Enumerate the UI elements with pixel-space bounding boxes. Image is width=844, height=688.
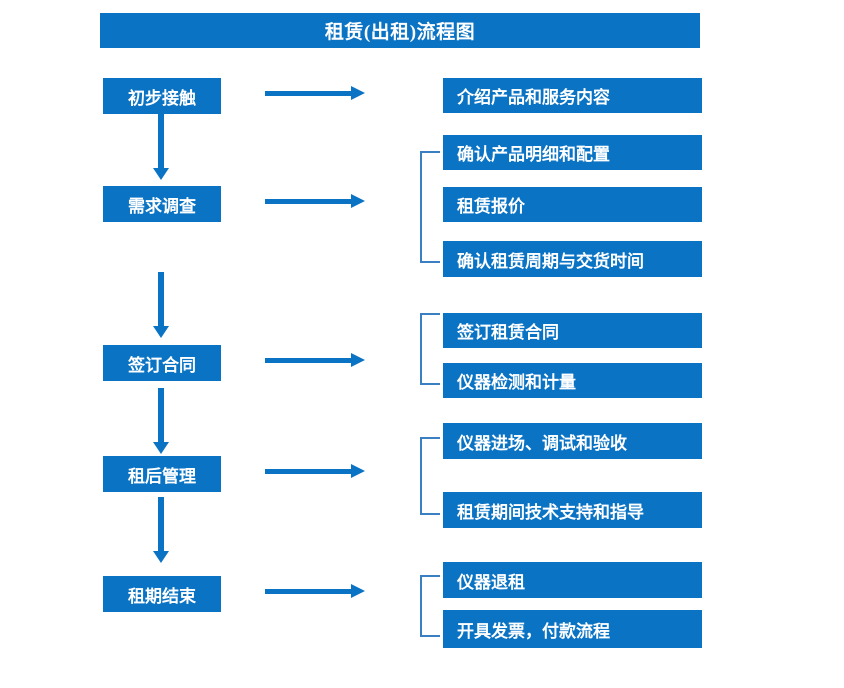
arrow-right-icon-1 [265,86,365,100]
detail-box-4-1[interactable]: 仪器进场、调试和验收 [443,423,702,459]
detail-box-5-1[interactable]: 仪器退租 [443,562,702,598]
detail-box-5-2[interactable]: 开具发票，付款流程 [443,610,702,648]
arrow-down-icon-2 [153,272,169,338]
detail-box-3-1[interactable]: 签订租赁合同 [443,313,702,348]
stage-box-1[interactable]: 初步接触 [103,78,221,114]
arrow-head [351,86,365,100]
arrow-head [351,584,365,598]
arrow-head [351,194,365,208]
detail-box-2-3[interactable]: 确认租赁周期与交货时间 [443,241,702,277]
arrow-head [153,326,169,338]
bracket-connector-5 [420,575,440,637]
arrow-down-icon-3 [153,388,169,454]
arrow-head [153,442,169,454]
arrow-shaft [265,589,353,594]
arrow-shaft [158,497,164,551]
bracket-connector-2 [420,151,440,263]
arrow-shaft [265,469,353,474]
stage-box-2[interactable]: 需求调查 [103,186,221,222]
stage-box-5[interactable]: 租期结束 [103,576,221,612]
arrow-head [351,464,365,478]
detail-box-2-2[interactable]: 租赁报价 [443,187,702,222]
arrow-right-icon-5 [265,584,365,598]
arrow-shaft [265,358,353,363]
stage-box-3[interactable]: 签订合同 [103,345,221,381]
bracket-connector-3 [420,313,440,385]
bracket-connector-4 [420,437,440,515]
arrow-shaft [158,114,164,168]
arrow-head [351,353,365,367]
arrow-shaft [265,91,353,96]
arrow-right-icon-2 [265,194,365,208]
arrow-shaft [265,199,353,204]
diagram-title: 租赁(出租)流程图 [100,13,700,48]
detail-box-4-2[interactable]: 租赁期间技术支持和指导 [443,492,702,528]
arrow-down-icon-4 [153,497,169,563]
arrow-shaft [158,388,164,442]
stage-box-4[interactable]: 租后管理 [103,456,221,492]
detail-box-1-1[interactable]: 介绍产品和服务内容 [443,78,702,113]
arrow-head [153,551,169,563]
detail-box-3-2[interactable]: 仪器检测和计量 [443,363,702,398]
detail-box-2-1[interactable]: 确认产品明细和配置 [443,135,702,170]
arrow-shaft [158,272,164,326]
arrow-head [153,168,169,180]
arrow-right-icon-3 [265,353,365,367]
arrow-right-icon-4 [265,464,365,478]
arrow-down-icon-1 [153,114,169,180]
